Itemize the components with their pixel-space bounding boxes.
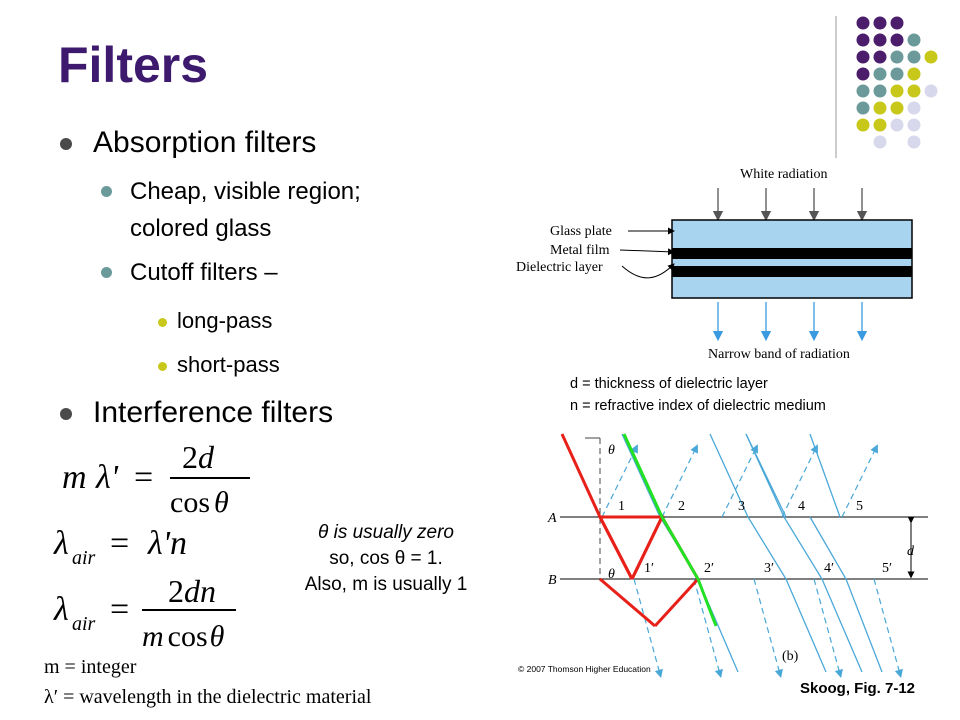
metal-film-bottom (672, 266, 912, 277)
ray-number: 4′ (824, 561, 834, 576)
blue-rays (621, 433, 883, 673)
bullet-absorption-filters: Absorption filters (93, 126, 317, 159)
bullet-interference-filters: Interference filters (93, 396, 334, 429)
bullet-short-pass: short-pass (177, 352, 280, 377)
panel-label: (b) (782, 649, 799, 664)
ray-number: 3 (738, 499, 745, 514)
theta-bottom-label: θ (608, 567, 615, 582)
legend-lambda: λ′ = wavelength in the dielectric materi… (44, 686, 372, 708)
slide-title: Filters (58, 37, 209, 93)
blue-dashed-rays (601, 444, 903, 679)
theta-note-line3: Also, m is usually 1 (304, 574, 468, 595)
bullet-dot (101, 267, 112, 278)
ray-number: 4 (798, 499, 805, 514)
copyright-text: © 2007 Thomson Higher Education (518, 664, 651, 674)
plane-a-label: A (547, 511, 557, 526)
ray-number: 1′ (644, 561, 654, 576)
svg-text:λ: λ (53, 525, 69, 562)
bullet-dot (60, 408, 72, 420)
theta-note-line1: θ is usually zero (318, 522, 454, 543)
theta-top-label: θ (608, 443, 615, 458)
svg-text:2d: 2d (182, 439, 215, 475)
svg-text:=: = (110, 591, 129, 628)
bullet-long-pass: long-pass (177, 308, 273, 333)
svg-text:cosθ: cosθ (170, 486, 229, 519)
filter-diagram: White radiation Glass plate Metal film D… (516, 167, 913, 362)
bullet-dot (60, 138, 72, 150)
equation-lambda-air: λ air = λ'n (53, 525, 187, 569)
svg-text:air: air (72, 547, 96, 569)
bullet-dot (158, 318, 167, 327)
metal-film-top (672, 248, 912, 259)
ray-number: 5 (856, 499, 863, 514)
interference-diagram: A B d θ θ 1 2 3 4 5 1′ 2′ (518, 433, 928, 679)
plane-b-label: B (548, 573, 557, 588)
svg-text:λ': λ' (95, 459, 119, 496)
bullet-dot (158, 362, 167, 371)
incoming-arrows (712, 188, 868, 222)
decorative-dot-grid (835, 16, 938, 158)
svg-text:air: air (72, 613, 96, 635)
bullet-cheap-visible-cont: colored glass (130, 215, 272, 242)
bullet-cutoff-filters: Cutoff filters – (130, 259, 278, 286)
theta-note: θ is usually zero so, cos θ = 1. Also, m… (272, 520, 500, 598)
outgoing-arrows (712, 302, 868, 342)
ray-number: 3′ (764, 561, 774, 576)
ray-number: 2′ (704, 561, 714, 576)
bullet-dot (101, 186, 112, 197)
svg-text:m: m (62, 459, 87, 496)
legend-m: m = integer (44, 656, 137, 678)
theta-note-line2: so, cos θ = 1. (329, 548, 443, 569)
svg-text:2dn: 2dn (168, 573, 216, 609)
ray-number: 1 (618, 499, 625, 514)
red-ray (560, 433, 700, 628)
reflection-numbers: 1 2 3 4 5 1′ 2′ 3′ 4′ 5′ (618, 499, 892, 576)
svg-text:λ: λ (53, 591, 69, 628)
green-ray (622, 433, 718, 627)
white-radiation-label: White radiation (740, 167, 827, 182)
dot-grid-dots (856, 16, 938, 149)
svg-text:=: = (134, 459, 153, 496)
svg-text:λ'n: λ'n (147, 525, 187, 562)
n-definition: n = refractive index of dielectric mediu… (570, 398, 826, 414)
metal-film-label: Metal film (550, 243, 610, 258)
d-definition: d = thickness of dielectric layer (570, 376, 768, 392)
figure-citation: Skoog, Fig. 7-12 (800, 680, 916, 697)
ray-number: 5′ (882, 561, 892, 576)
dielectric-layer-label: Dielectric layer (516, 260, 603, 275)
ray-number: 2 (678, 499, 685, 514)
label-pointers (619, 227, 675, 279)
bullet-cheap-visible: Cheap, visible region; (130, 178, 361, 205)
glass-plate-label: Glass plate (550, 224, 612, 239)
narrow-band-label: Narrow band of radiation (708, 347, 850, 362)
svg-text:=: = (110, 525, 129, 562)
d-label: d (907, 544, 915, 559)
